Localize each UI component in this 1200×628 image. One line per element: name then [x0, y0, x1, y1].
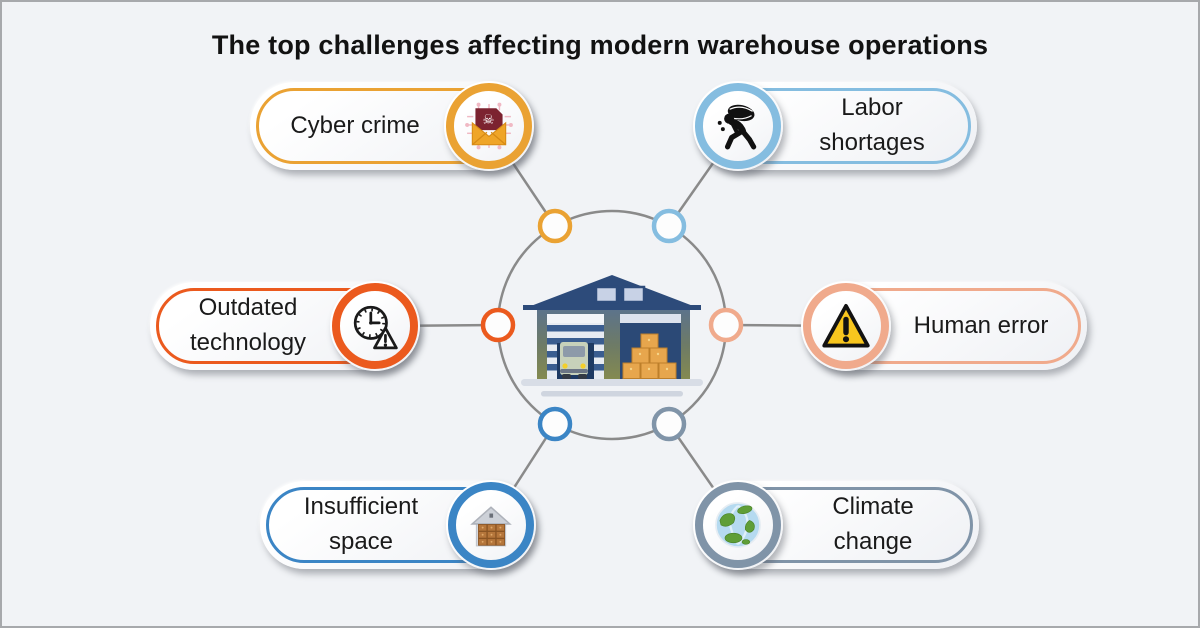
node-outdated-technology [480, 307, 516, 343]
delivery-van [560, 342, 588, 379]
stacked-boxes [622, 333, 677, 379]
page-title: The top challenges affecting modern ware… [211, 30, 989, 60]
node-labor-shortages [651, 208, 687, 244]
challenge-icon-circle [693, 81, 783, 171]
challenge-icon-circle: ☠ [444, 81, 534, 171]
challenge-label-cyber-crime: Cyber crime [290, 111, 420, 139]
challenge-pill-insufficient-space: Insufficient space [260, 480, 536, 570]
challenge-label-labor-shortages: Labor shortages [819, 94, 925, 156]
challenge-label-human-error: Human error [913, 311, 1049, 339]
warning-triangle-icon [822, 303, 870, 348]
challenge-label-climate-change: Climate change [832, 493, 914, 555]
challenge-icon-circle [801, 281, 891, 371]
challenge-pill-climate-change: Climate change [693, 480, 979, 570]
challenge-label-insufficient-space: Insufficient space [303, 493, 419, 555]
node-insufficient-space [537, 406, 573, 442]
challenge-icon-circle [693, 480, 783, 570]
challenge-pill-labor-shortages: Labor shortages [693, 81, 977, 171]
earth-globe-icon [715, 502, 761, 548]
challenge-pill-human-error: Human error [801, 281, 1087, 371]
challenge-icon-circle [446, 480, 536, 570]
worker-carrying-load-icon [717, 104, 757, 150]
node-human-error [708, 307, 744, 343]
malware-email-icon: ☠ [465, 102, 513, 150]
challenge-label-outdated-technology: Outdated technology [189, 294, 307, 356]
challenge-pill-outdated-technology: Outdated technology [150, 281, 420, 371]
node-climate-change [651, 406, 687, 442]
warehouse-illustration [521, 275, 703, 397]
overfilled-warehouse-icon [470, 506, 512, 547]
outdated-clock-icon [353, 305, 398, 350]
challenge-icon-circle [330, 281, 420, 371]
challenge-pill-cyber-crime: Cyber crime ☠ [250, 81, 534, 171]
svg-text:☠: ☠ [482, 112, 494, 128]
node-cyber-crime [537, 208, 573, 244]
